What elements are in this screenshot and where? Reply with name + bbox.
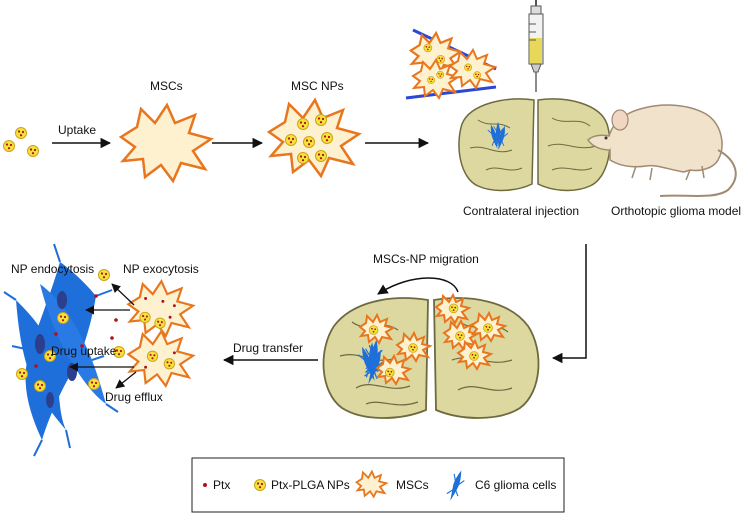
contralateral-injection-label: Contralateral injection <box>463 204 579 218</box>
ptx-swatch <box>203 483 207 487</box>
migration-label: MSCs-NP migration <box>373 252 479 266</box>
np-swatch <box>254 479 266 491</box>
mouse-icon <box>587 104 737 197</box>
to-migration-arrow <box>551 244 587 364</box>
legend-mscs: MSCs <box>396 478 429 492</box>
msc-cell <box>119 103 213 183</box>
legend: Ptx Ptx-PLGA NPs MSCs C6 glioma cells <box>191 457 565 513</box>
legend-c6-glioma: C6 glioma cells <box>475 478 556 492</box>
syringe-icon <box>528 0 544 92</box>
legend-ptx-plga-nps: Ptx-PLGA NPs <box>271 478 350 492</box>
injected-msc-cluster <box>405 28 497 100</box>
np-endocytosis-label: NP endocytosis <box>11 262 94 276</box>
drug-efflux-label: Drug efflux <box>105 390 163 404</box>
drug-transfer-label: Drug transfer <box>233 341 303 355</box>
drug-uptake-label: Drug uptake <box>51 344 117 358</box>
msc-exocytosis-cell <box>127 280 195 338</box>
migration-arrow <box>377 277 459 295</box>
np-exocytosis-label: NP exocytosis <box>123 262 199 276</box>
msc-efflux-cell <box>127 330 195 388</box>
msc-np-cell <box>267 98 361 178</box>
uptake-label: Uptake <box>58 123 96 137</box>
orthotopic-model-label: Orthotopic glioma model <box>611 204 741 218</box>
free-nanoparticles <box>3 127 39 157</box>
exocytosis-arrow <box>111 283 135 306</box>
brain-large <box>322 294 540 419</box>
brain-small <box>458 98 611 192</box>
glioma-cell-cluster <box>3 243 119 457</box>
drug-efflux-arrow <box>115 371 137 389</box>
msc-nps-label: MSC NPs <box>291 79 344 93</box>
legend-ptx: Ptx <box>213 478 230 492</box>
mscs-label: MSCs <box>150 79 183 93</box>
